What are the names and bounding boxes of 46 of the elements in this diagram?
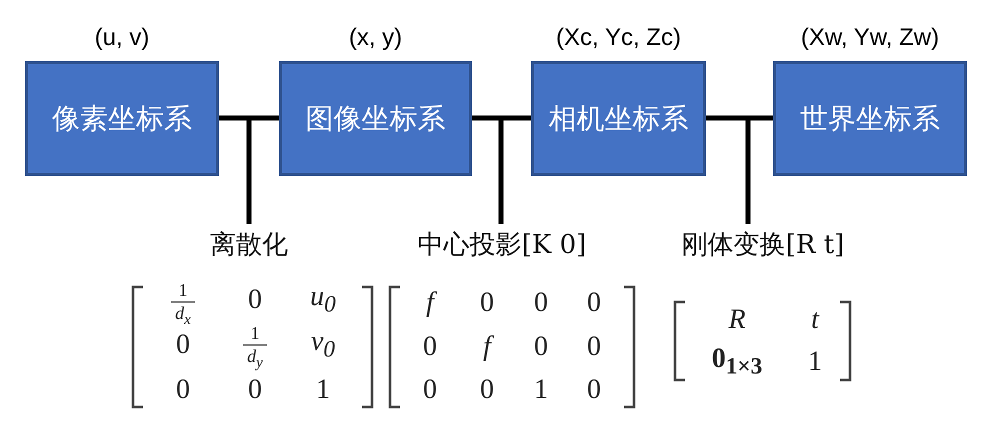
transform-label: 离散化 — [210, 227, 288, 262]
connector-line — [706, 116, 773, 120]
process-box — [531, 61, 706, 176]
coordinate-label: (Xc, Yc, Zc) — [556, 24, 681, 52]
matrix-entry: d$_{x}$ — [175, 304, 191, 328]
matrix-entry: 1 — [250, 324, 260, 342]
matrix-entry: 1 — [178, 281, 188, 299]
stem-line — [498, 118, 504, 224]
matrix-entry: 1 — [534, 376, 548, 404]
matrix-entry: 0 — [176, 376, 190, 404]
box-label: 图像坐标系 — [306, 100, 446, 136]
transform-label: 刚体变换[R t] — [682, 227, 844, 262]
matrix-entry: 0 — [534, 333, 548, 361]
matrix-entry: t — [811, 306, 819, 334]
matrix-entry: d$_{y}$ — [247, 347, 263, 371]
matrix-entry: 0 — [534, 289, 548, 317]
box-label: 世界坐标系 — [800, 100, 940, 136]
matrix-entry: 0 — [248, 376, 262, 404]
matrix-entry: 0 — [176, 331, 190, 359]
coordinate-label: (Xw, Yw, Zw) — [800, 24, 940, 52]
coordinate-label: (u, v) — [94, 24, 150, 52]
matrix-entry: 0$_{1×3}$ — [712, 345, 762, 379]
matrix-entry: 1 — [316, 376, 330, 404]
transform-label: 中心投影[K 0] — [418, 227, 586, 262]
matrix-entry: 0 — [587, 289, 601, 317]
connector-line — [219, 116, 279, 120]
stem-line — [746, 118, 750, 224]
matrix-entry: 1 — [808, 348, 822, 376]
process-box — [25, 61, 219, 176]
process-box — [773, 61, 967, 176]
matrix-entry: 0 — [423, 376, 437, 404]
box-label: 相机坐标系 — [548, 100, 688, 136]
connector-line — [472, 116, 531, 120]
matrix-entry: 0 — [423, 333, 437, 361]
matrix-entry: u$_{0}$ — [310, 283, 336, 317]
matrix-entry: R — [728, 306, 746, 334]
stem-line — [246, 118, 252, 224]
coordinate-label: (x, y) — [348, 24, 402, 52]
matrix-entry: 0 — [480, 376, 494, 404]
box-label: 像素坐标系 — [52, 100, 192, 136]
matrix-entry: 0 — [587, 333, 601, 361]
process-box — [279, 61, 472, 176]
matrix-entry: 0 — [248, 286, 262, 314]
matrix-entry: 0 — [587, 376, 601, 404]
matrix-entry: 0 — [480, 289, 494, 317]
matrix-entry: v$_{0}$ — [310, 328, 336, 362]
